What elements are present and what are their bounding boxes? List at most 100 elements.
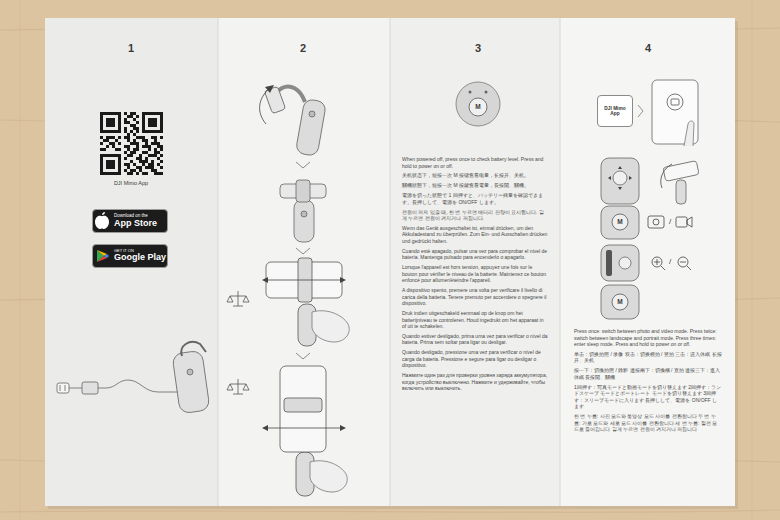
instruction-text: 전원이 꺼져 있을 때, 한 번 누르면 배터리 잔량이 표시됩니다. 길게 누… (402, 209, 548, 222)
clamp-figure-part (296, 180, 310, 202)
landscape-balance-figure-part (312, 311, 349, 342)
qr-code-part (100, 112, 163, 175)
control-icons-part (676, 217, 687, 227)
chevron-part (296, 353, 310, 359)
control-icons-part (601, 158, 639, 204)
button-icon-part (469, 98, 487, 116)
paper-sheet-part (45, 18, 218, 506)
qr-code-part (106, 118, 115, 127)
node-text: Google Play (114, 253, 164, 263)
charging-illustration-part (98, 380, 178, 392)
control-icons-part (687, 217, 692, 227)
charging-illustration-part (172, 350, 210, 414)
qr-code-part (100, 112, 121, 133)
wood-table-part (20, 0, 752, 520)
landscape-balance-figure-part (266, 280, 342, 281)
button-icon-part (469, 91, 472, 94)
instruction-text: 1回押す：写真モードと動画モードを切り替えます 2回押す：ランドスケープ モード… (574, 384, 722, 410)
button-icon-part (485, 91, 488, 94)
panel-number: 3 (468, 43, 488, 54)
instruction-text: Lorsque l'appareil est hors tension, app… (402, 264, 548, 284)
instruction-text: 電源を切った状態で 1 回押すと、バッテリー残量を確認できます。長押しして、電源… (402, 192, 548, 205)
panel-number: 1 (121, 43, 141, 54)
apple-logo-part (95, 216, 109, 229)
google-play-logo (97, 250, 109, 262)
app-connect-figure (638, 80, 698, 146)
balance-icon (227, 291, 249, 394)
chevron-part (296, 248, 310, 254)
portrait-balance-figure-part (266, 428, 342, 429)
text-column: Press once: switch between photo and vid… (574, 328, 722, 436)
landscape-balance-figure (262, 258, 349, 346)
control-icons-part (612, 214, 628, 230)
balance-icon-part-part (227, 291, 249, 306)
app-connect-figure-part (671, 99, 679, 105)
instruction-text: Druk indien uitgeschakeld eenmaal op de … (402, 310, 548, 330)
landscape-balance-figure-part (262, 277, 268, 283)
balance-icon-part (227, 379, 249, 394)
clamp-figure-part (294, 200, 314, 242)
qr-code-part (106, 160, 115, 169)
charging-illustration-part (60, 385, 65, 391)
control-icons-part (619, 257, 631, 269)
panel-number: 4 (638, 43, 658, 54)
node-text: App Store (114, 219, 164, 229)
button-icon (456, 82, 500, 126)
qr-code-part (145, 115, 160, 130)
unfold-figure (260, 85, 327, 156)
app-connect-figure-part (684, 121, 694, 146)
control-icons-part (606, 250, 612, 276)
store-badge: GET IT ONGoogle Play (92, 244, 168, 268)
control-icons (601, 158, 699, 319)
portrait-balance-figure-part (262, 425, 268, 431)
control-icons-part (608, 166, 632, 190)
qr-code-part (148, 118, 157, 127)
unfold-figure-part (309, 111, 315, 117)
google-play-logo-part (97, 250, 104, 262)
paper-sheet-part (390, 18, 560, 506)
button-icon-part (456, 82, 500, 126)
app-connect-figure-part (638, 105, 643, 117)
instruction-text: Cuando esté apagado, pulsar una vez para… (402, 248, 548, 261)
unfold-figure-part (260, 88, 270, 124)
portrait-balance-figure-part (280, 366, 326, 452)
instruction-text: A dispositivo spento, premere una volta … (402, 287, 548, 307)
button-letter: M (615, 219, 625, 226)
google-play-logo-part (104, 254, 109, 258)
qr-code-part (100, 154, 121, 175)
paper-sheet-part (560, 18, 735, 506)
charging-illustration-part (69, 388, 82, 389)
portrait-balance-figure (262, 366, 347, 496)
instruction-text: When powered off, press once to check ba… (402, 156, 548, 169)
control-icons-part (601, 206, 639, 239)
portrait-balance-figure-part (340, 425, 346, 431)
app-box: DJI Mimo App (597, 95, 633, 127)
separator: / (667, 258, 673, 266)
app-connect-figure-part (667, 94, 683, 110)
instruction-text: 關機狀態下，短按一次 M 按鍵查看電量，長按開、關機。 (402, 182, 548, 189)
control-icons-part (680, 262, 691, 270)
control-icons-part (601, 245, 639, 281)
clamp-figure (280, 180, 326, 242)
text-column: When powered off, press once to check ba… (402, 156, 548, 395)
control-icons-part (613, 171, 627, 185)
google-play-logo-part (97, 250, 107, 256)
qr-code (100, 112, 163, 175)
unfold-figure-part (265, 85, 274, 93)
landscape-balance-figure-part (340, 277, 346, 283)
balance-icon-part (227, 291, 249, 306)
chevron-part (296, 162, 310, 168)
panel-number: 2 (293, 43, 313, 54)
paper-sheet-part (218, 18, 390, 506)
store-badge: Download on theApp Store (92, 209, 168, 233)
charging-illustration-part (82, 382, 98, 394)
instruction-text: 按一下：切換拍照 / 錄影 連按兩下：切換橫 / 直拍 連按三下：進入休眠 長按… (574, 367, 722, 380)
instruction-text: Quando estiver desligado, prima uma vez … (402, 333, 548, 346)
charging-illustration-part (181, 342, 206, 356)
instruction-text: 关机状态下，短按一次 M 按键查看电量，长按开、关机。 (402, 172, 548, 179)
portrait-balance-figure-part (310, 461, 347, 492)
instruction-text: Wenn das Gerät ausgeschaltet ist, einmal… (402, 225, 548, 245)
